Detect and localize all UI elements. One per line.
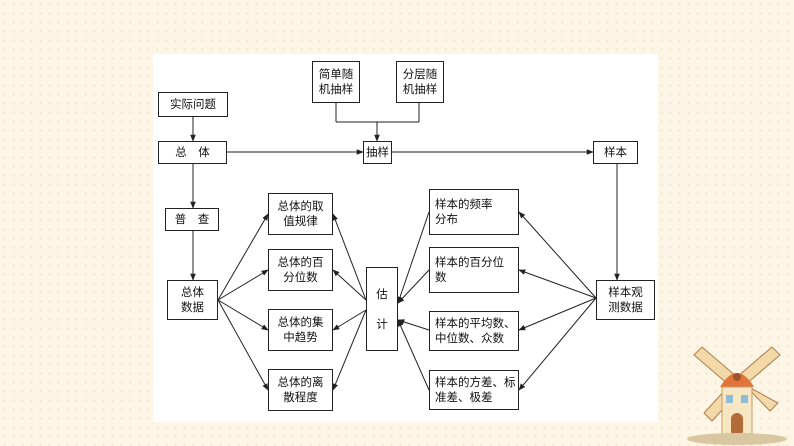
- population-data-box: 总体 数据: [167, 280, 218, 320]
- stratified-sampling-box: 分层随 机抽样: [396, 61, 444, 103]
- population-distribution-box: 总体的取 值规律: [268, 193, 333, 235]
- population-box: 总 体: [158, 141, 227, 164]
- estimate-box: 估 计: [366, 267, 398, 351]
- sample-frequency-box: 样本的频率 分布: [429, 189, 519, 235]
- sample-percentile-box: 样本的百分位 数: [429, 247, 519, 293]
- sample-variance-box: 样本的方差、标 准差、极差: [429, 370, 519, 410]
- census-box: 普 查: [165, 208, 219, 231]
- real-problem-box: 实际问题: [158, 92, 228, 117]
- sample-mean-median-mode-box: 样本的平均数、 中位数、众数: [429, 311, 519, 351]
- windmill-icon: [687, 346, 787, 445]
- sample-box: 样本: [593, 141, 638, 164]
- sampling-box: 抽样: [363, 141, 392, 164]
- diagram-panel: [153, 54, 658, 422]
- sample-observation-data-box: 样本观 测数据: [596, 280, 655, 320]
- population-dispersion-box: 总体的离 散程度: [268, 369, 333, 411]
- simple-random-sampling-box: 简单随 机抽样: [312, 61, 360, 103]
- population-central-tendency-box: 总体的集 中趋势: [268, 309, 333, 351]
- population-percentile-box: 总体的百 分位数: [268, 249, 333, 291]
